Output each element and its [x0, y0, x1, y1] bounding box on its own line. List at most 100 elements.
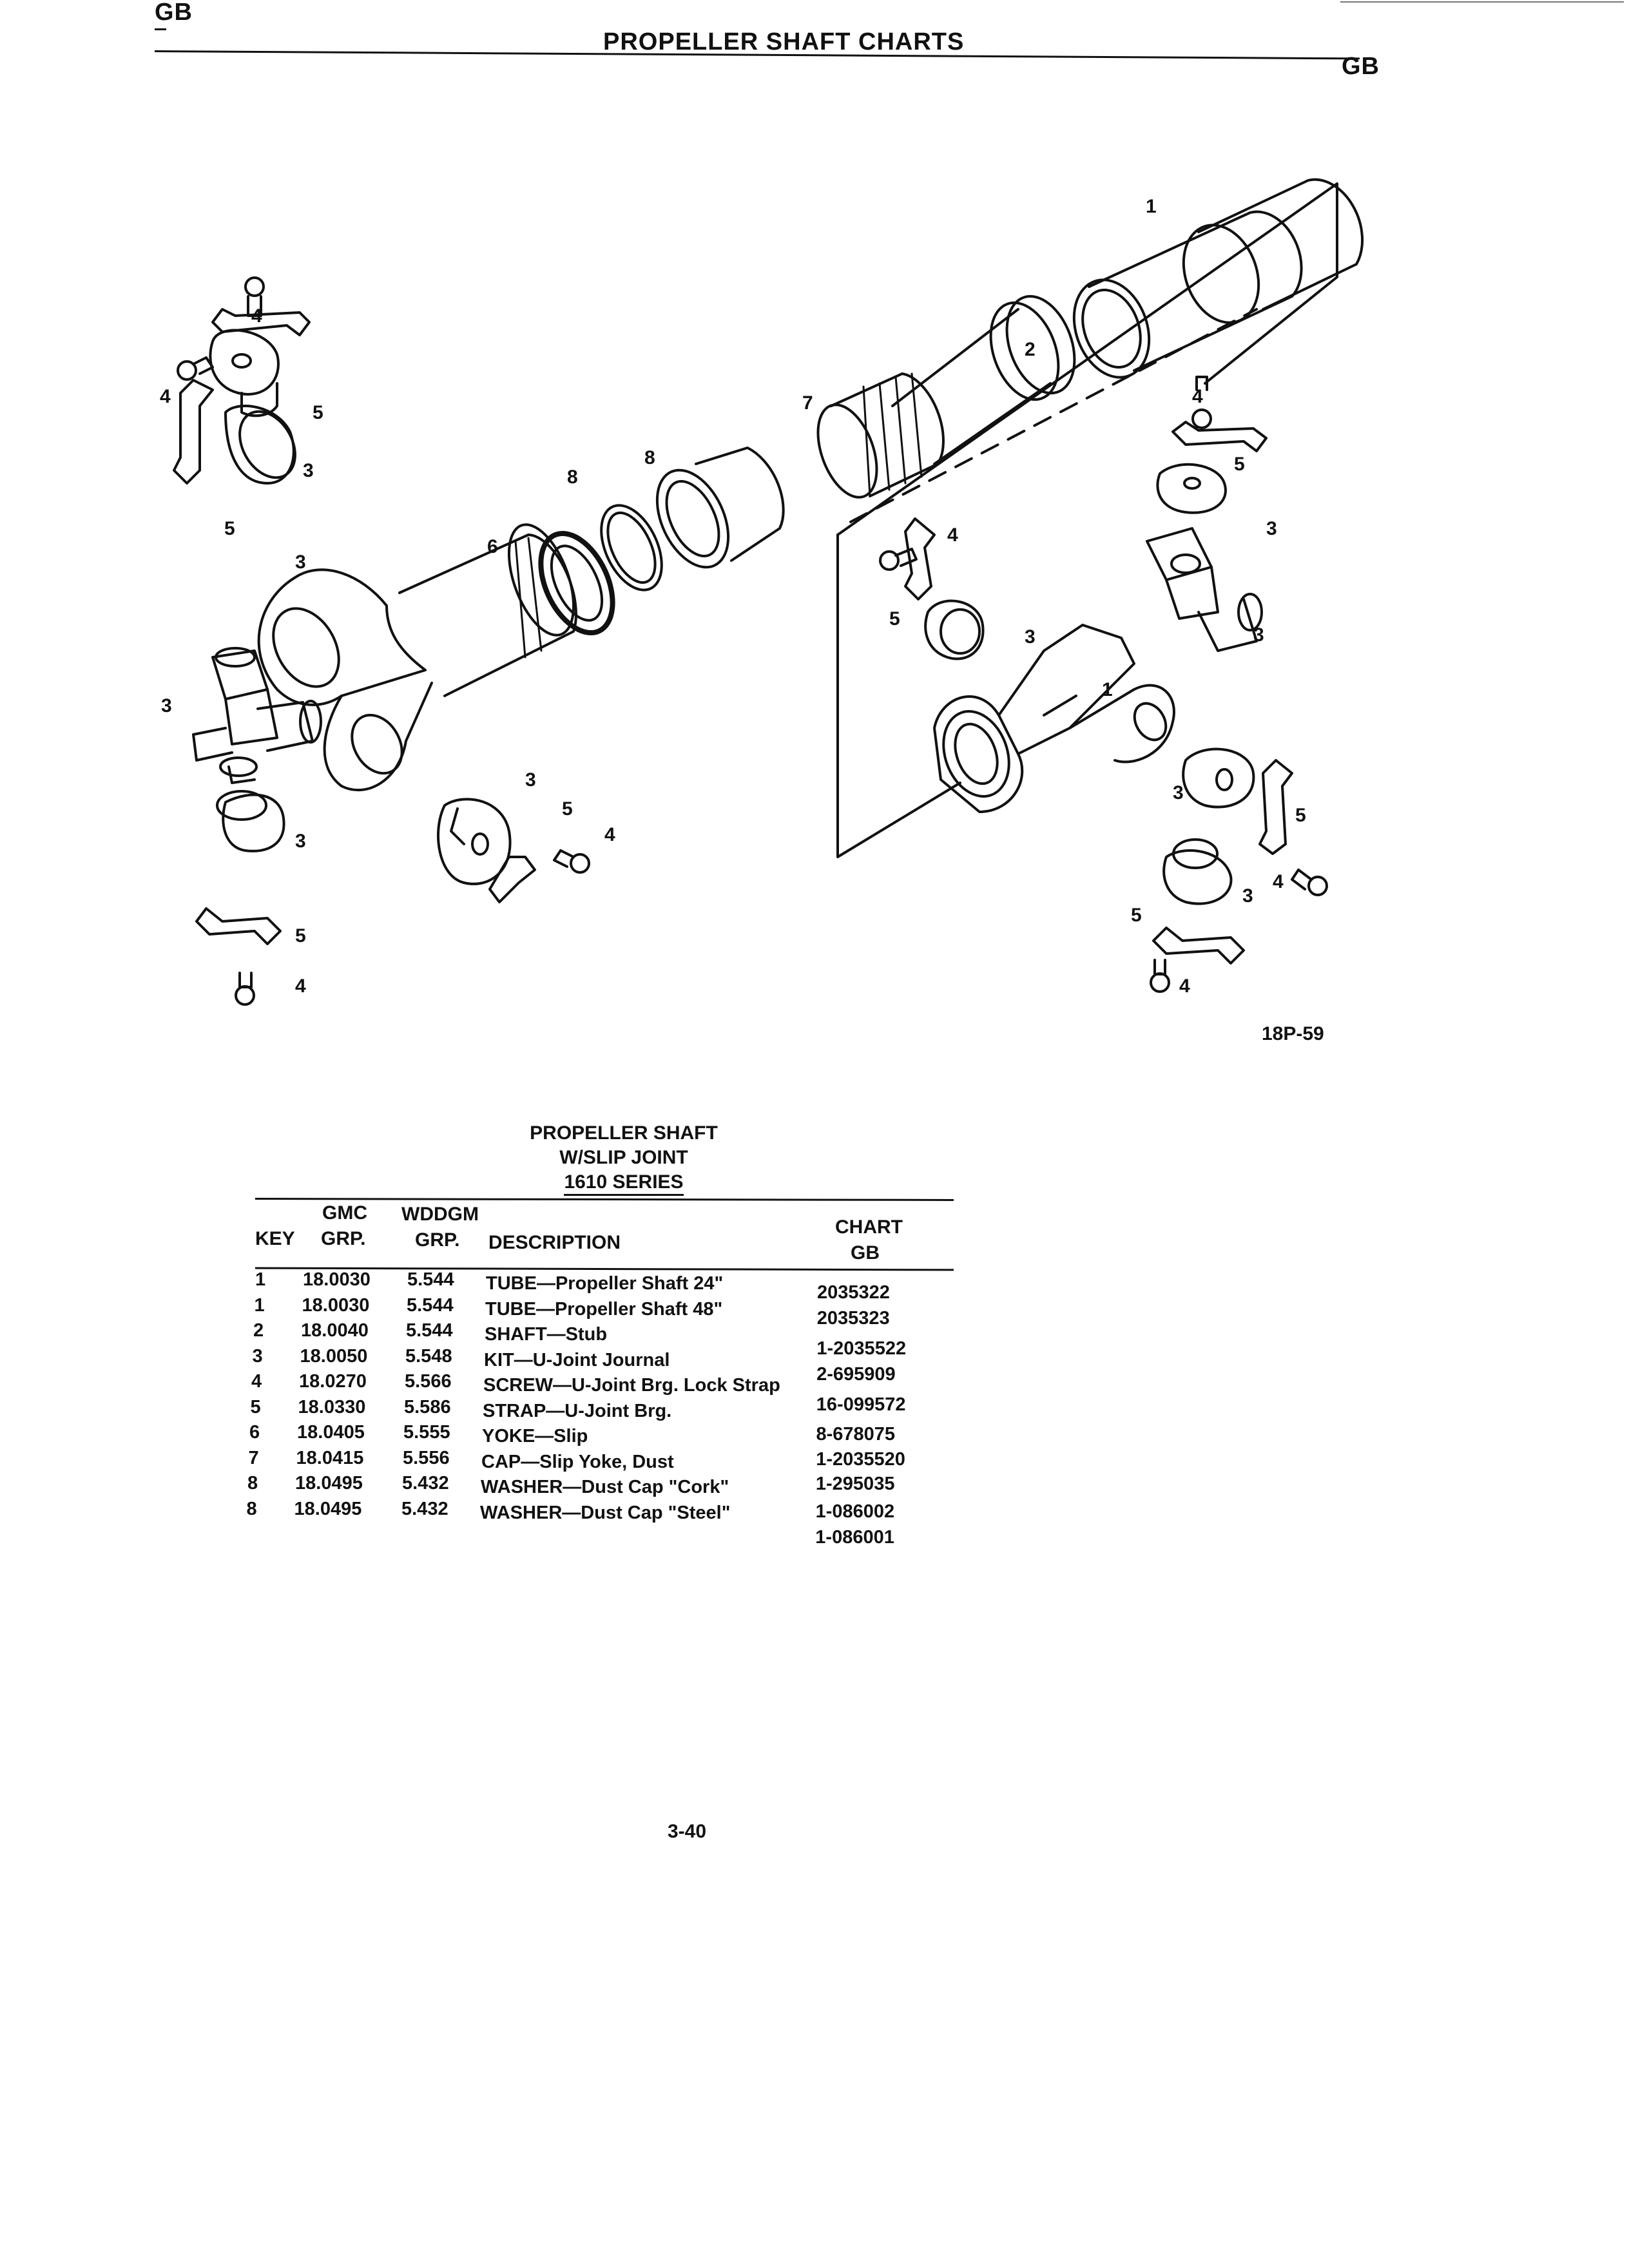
svg-text:3: 3: [1173, 782, 1184, 803]
cell-description: WASHER—Dust Cap "Steel": [480, 1502, 731, 1523]
col-gmc-top: GMC: [322, 1202, 367, 1224]
cell-chart: 1-2035520: [816, 1449, 905, 1470]
svg-text:5: 5: [1295, 805, 1306, 826]
cell-chart: 1-086002: [815, 1501, 895, 1522]
page-title: PROPELLER SHAFT CHARTS: [603, 28, 965, 55]
svg-text:4: 4: [1179, 975, 1190, 997]
left-lock-straps: [173, 308, 536, 945]
cell-key: 2: [253, 1320, 264, 1341]
col-key: KEY: [255, 1228, 295, 1249]
svg-text:3: 3: [525, 769, 536, 791]
col-chart-bottom: GB: [851, 1242, 880, 1264]
header-right-label: GB: [1342, 53, 1380, 80]
col-chart-top: CHART: [835, 1216, 903, 1238]
cell-chart: 16-099572: [816, 1394, 906, 1415]
cell-description: KIT—U-Joint Journal: [484, 1349, 670, 1370]
right-u-joint: [1146, 527, 1263, 652]
svg-text:4: 4: [1192, 386, 1203, 407]
svg-text:5: 5: [1234, 454, 1245, 475]
svg-text:8: 8: [644, 447, 655, 468]
cell-description: STRAP—U-Joint Brg.: [483, 1400, 672, 1421]
svg-text:5: 5: [313, 402, 323, 423]
cell-description: WASHER—Dust Cap "Cork": [481, 1477, 729, 1497]
svg-text:5: 5: [562, 798, 573, 820]
col-gmc-bottom: GRP.: [321, 1228, 366, 1249]
svg-text:5: 5: [224, 518, 235, 539]
svg-text:3: 3: [161, 695, 172, 716]
table-title-line-1: PROPELLER SHAFT: [530, 1122, 718, 1144]
slip-yoke: [257, 523, 577, 792]
cell-wddgm: 5.544: [406, 1320, 453, 1341]
svg-text:4: 4: [947, 524, 958, 546]
svg-text:5: 5: [889, 608, 900, 629]
svg-text:2: 2: [1025, 339, 1036, 360]
svg-text:5: 5: [1131, 905, 1142, 926]
col-wddgm-bottom: GRP.: [415, 1229, 460, 1251]
cell-wddgm: 5.544: [407, 1294, 454, 1316]
cell-description: CAP—Slip Yoke, Dust: [481, 1451, 674, 1472]
svg-text:1: 1: [1146, 196, 1157, 217]
table-title-line-2: W/SLIP JOINT: [559, 1147, 688, 1168]
exploded-view-diagram: 1 2 7 8 8 6 4 5 4 3 5 3 3 3 5 4 3 5 4 4 …: [160, 178, 1364, 1006]
table-title-line-3: 1610 SERIES: [430, 1171, 817, 1196]
left-u-joint: [192, 647, 322, 784]
stub-shaft: [816, 294, 1076, 499]
cell-gmc: 18.0030: [303, 1269, 371, 1290]
cell-gmc: 18.0330: [298, 1396, 366, 1418]
dust-cap-washers: [538, 504, 663, 636]
svg-text:5: 5: [295, 925, 306, 947]
cell-key: 1: [255, 1269, 266, 1290]
cell-gmc: 18.0040: [301, 1320, 369, 1341]
header-left-tick: [155, 28, 166, 30]
left-bearing-caps: [209, 329, 296, 852]
cell-chart: 1-2035522: [816, 1338, 907, 1359]
svg-text:4: 4: [251, 305, 262, 327]
slip-yoke-dust-cap: [655, 447, 785, 569]
table-top-rule: [255, 1198, 954, 1201]
cell-key: 8: [247, 1473, 258, 1494]
cell-wddgm: 5.432: [401, 1498, 448, 1519]
cell-description: TUBE—Propeller Shaft 48": [485, 1298, 723, 1320]
svg-text:4: 4: [160, 386, 171, 407]
cell-key: 1: [254, 1294, 265, 1316]
cell-description: YOKE—Slip: [482, 1426, 588, 1446]
svg-text:7: 7: [802, 392, 813, 414]
cell-wddgm: 5.432: [402, 1473, 449, 1494]
figure-code: 18P-59: [1262, 1023, 1324, 1044]
col-description: DESCRIPTION: [488, 1232, 621, 1253]
tube-propeller-shaft: [1072, 178, 1364, 379]
svg-text:8: 8: [567, 466, 578, 488]
svg-text:3: 3: [1253, 624, 1264, 646]
cell-gmc: 18.0495: [294, 1498, 362, 1519]
cell-chart: 1-086001: [815, 1526, 894, 1548]
cell-gmc: 18.0495: [295, 1473, 363, 1494]
svg-text:3: 3: [1025, 626, 1036, 648]
cell-chart: 2-695909: [816, 1363, 896, 1385]
cell-gmc: 18.0270: [299, 1371, 367, 1392]
header-left-label: GB: [155, 0, 193, 26]
col-wddgm-top: WDDGM: [401, 1204, 479, 1225]
cell-wddgm: 5.566: [405, 1371, 452, 1392]
right-screws: [879, 376, 1328, 993]
cell-key: 5: [250, 1396, 261, 1418]
cell-wddgm: 5.544: [407, 1269, 454, 1290]
page-number: 3-40: [668, 1821, 707, 1842]
cell-key: 4: [251, 1371, 262, 1392]
cell-key: 6: [249, 1422, 260, 1443]
cell-gmc: 18.0030: [302, 1294, 370, 1316]
callout-labels: 1 2 7 8 8 6 4 5 4 3 5 3 3 3 5 4 3 5 4 4 …: [160, 196, 1306, 997]
svg-text:3: 3: [295, 831, 306, 852]
svg-text:4: 4: [1273, 871, 1284, 892]
cell-wddgm: 5.555: [403, 1422, 450, 1443]
cell-key: 8: [246, 1498, 257, 1519]
cell-gmc: 18.0050: [300, 1345, 368, 1367]
cell-chart: 8-678075: [816, 1423, 896, 1445]
header-top-mark: [1340, 1, 1624, 3]
cell-description: SHAFT—Stub: [485, 1324, 608, 1345]
right-bearing-caps: [924, 463, 1255, 905]
svg-text:6: 6: [487, 536, 498, 557]
svg-text:3: 3: [1266, 518, 1277, 539]
svg-text:3: 3: [1242, 885, 1253, 907]
cell-chart: 1-295035: [815, 1473, 895, 1494]
cell-description: SCREW—U-Joint Brg. Lock Strap: [483, 1375, 780, 1396]
